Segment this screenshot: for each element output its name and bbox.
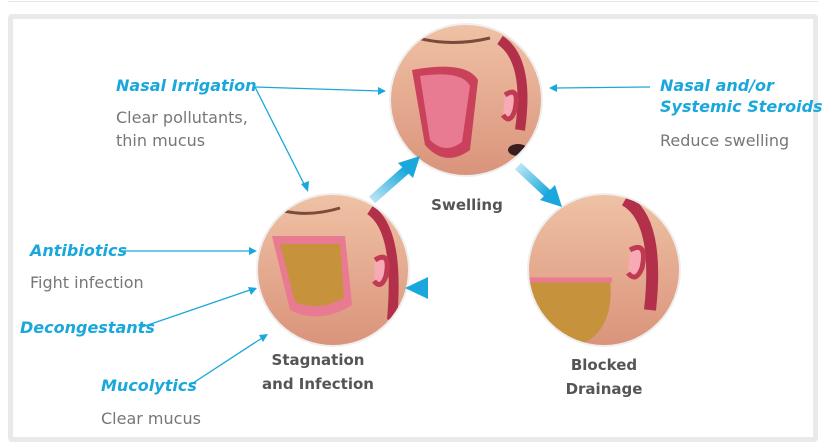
stage-stagnation: Stagnation (271, 351, 365, 369)
stage-drainage: Drainage (565, 380, 643, 398)
steroids-title: Nasal and/or (660, 76, 774, 95)
antibiotics-title: Antibiotics (30, 241, 127, 260)
mucolytics-title: Mucolytics (101, 376, 197, 395)
stage-blocked: Blocked (570, 356, 638, 374)
steroids-desc: Reduce swelling (660, 131, 790, 150)
stagnation-illustration (257, 194, 409, 346)
swelling-illustration (390, 24, 542, 176)
nasal-irrigation-desc: Clear pollutants, (116, 108, 248, 127)
decongestants-title: Decongestants (20, 318, 155, 337)
nasal-irrigation-title: Nasal Irrigation (116, 76, 257, 95)
mucolytics-desc: Clear mucus (101, 409, 201, 428)
stage-swelling: Swelling (431, 196, 503, 214)
pointer-lines (122, 84, 651, 386)
antibiotics-desc: Fight infection (30, 273, 144, 292)
cycle-arrow-to-blocked (514, 162, 562, 207)
steroids-title-2: Systemic Steroids (660, 97, 823, 116)
cycle-arrow-to-swelling (369, 156, 420, 204)
stage-infection: and Infection (262, 375, 374, 393)
blocked-drainage-illustration (528, 194, 680, 346)
nasal-irrigation-desc-2: thin mucus (116, 131, 206, 150)
top-divider (8, 1, 818, 2)
cycle-arrow-to-stagnation (405, 277, 530, 299)
